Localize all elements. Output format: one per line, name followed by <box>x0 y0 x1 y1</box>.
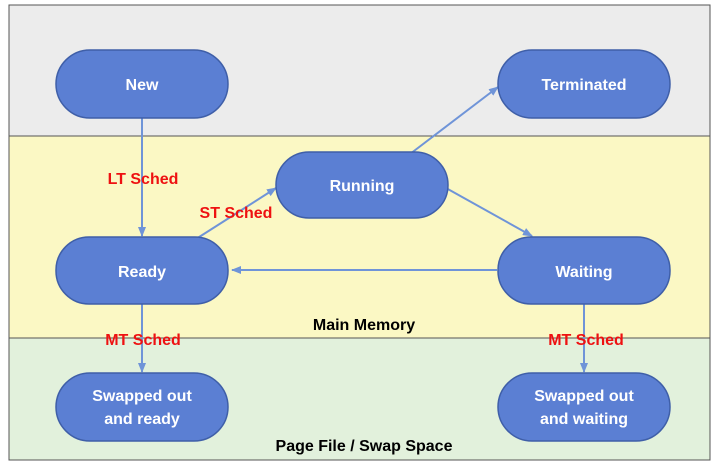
edge-label-mt-sched-right: MT Sched <box>548 332 624 349</box>
state-node-swapped-ready: Swapped out and ready <box>55 372 229 442</box>
edge-running-to-waiting <box>445 187 533 237</box>
edge-label-st-sched: ST Sched <box>200 205 273 222</box>
state-label-swapped-waiting-line2: and waiting <box>540 411 628 428</box>
edge-ready-to-running <box>195 187 277 240</box>
state-node-running: Running <box>275 151 449 219</box>
edge-label-mt-sched-left: MT Sched <box>105 332 181 349</box>
state-label-swapped-waiting-line1: Swapped out <box>534 388 634 405</box>
state-label-running: Running <box>330 178 395 195</box>
edge-running-to-terminated <box>409 86 499 155</box>
state-node-new: New <box>55 49 229 119</box>
edge-label-lt-sched: LT Sched <box>108 171 179 188</box>
state-node-terminated: Terminated <box>497 49 671 119</box>
main-memory-label: Main Memory <box>313 317 415 334</box>
state-label-new: New <box>126 77 159 94</box>
state-label-ready: Ready <box>118 264 166 281</box>
state-label-swapped-ready-line1: Swapped out <box>92 388 192 405</box>
state-node-ready: Ready <box>55 236 229 305</box>
state-node-waiting: Waiting <box>497 236 671 305</box>
state-label-swapped-ready-line2: and ready <box>104 411 180 428</box>
state-label-terminated: Terminated <box>541 77 626 94</box>
state-node-swapped-waiting: Swapped out and waiting <box>497 372 671 442</box>
state-label-waiting: Waiting <box>555 264 612 281</box>
swap-space-label: Page File / Swap Space <box>276 438 453 455</box>
